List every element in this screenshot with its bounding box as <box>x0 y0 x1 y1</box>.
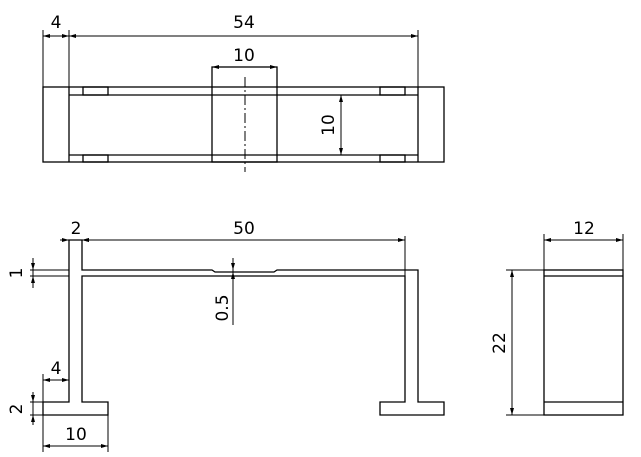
side-view-outline <box>543 269 624 416</box>
top-view-foot-bottom-left <box>82 154 109 163</box>
dimension-front-groove-depth: 0.5 <box>213 258 235 325</box>
dimension-label: 54 <box>233 13 255 33</box>
dimension-top-overall-width: 54 <box>69 13 419 87</box>
dimension-front-foot-thickness: 2 <box>7 392 43 425</box>
top-view-foot-top-left <box>82 86 109 96</box>
dimension-front-post-width: 2 <box>60 219 91 242</box>
dimension-side-height: 22 <box>490 269 544 416</box>
dimension-top-center-width: 10 <box>212 46 277 69</box>
dimension-side-width: 12 <box>543 219 624 270</box>
front-view: 2 50 1 0.5 <box>7 219 445 452</box>
dimension-label: 10 <box>233 46 255 66</box>
dimension-front-foot-inner: 4 <box>42 359 69 402</box>
dimension-label: 2 <box>71 219 82 239</box>
dimension-top-depth: 10 <box>319 94 352 156</box>
dimension-label: 22 <box>490 332 510 354</box>
front-view-profile <box>42 239 445 416</box>
top-view-outline <box>42 86 445 163</box>
dimension-label: 0.5 <box>213 294 233 321</box>
dimension-front-plate-thickness: 1 <box>7 258 69 288</box>
dimension-label: 4 <box>51 13 62 33</box>
dimension-label: 1 <box>7 268 27 279</box>
dimension-front-span: 50 <box>82 219 406 276</box>
dimension-label: 10 <box>65 425 87 445</box>
side-view: 12 22 <box>490 219 624 416</box>
top-view-foot-bottom-right <box>379 154 406 163</box>
top-view: 4 54 10 10 <box>42 13 445 172</box>
dimension-label: 4 <box>51 359 62 379</box>
dimension-label: 10 <box>319 114 339 136</box>
dimension-front-foot-width: 10 <box>42 415 109 452</box>
dimension-label: 50 <box>233 219 255 239</box>
dimension-label: 2 <box>7 404 27 415</box>
dimension-top-tab-width: 4 <box>42 13 70 87</box>
dimension-label: 12 <box>573 219 595 239</box>
top-view-foot-top-right <box>379 86 406 96</box>
